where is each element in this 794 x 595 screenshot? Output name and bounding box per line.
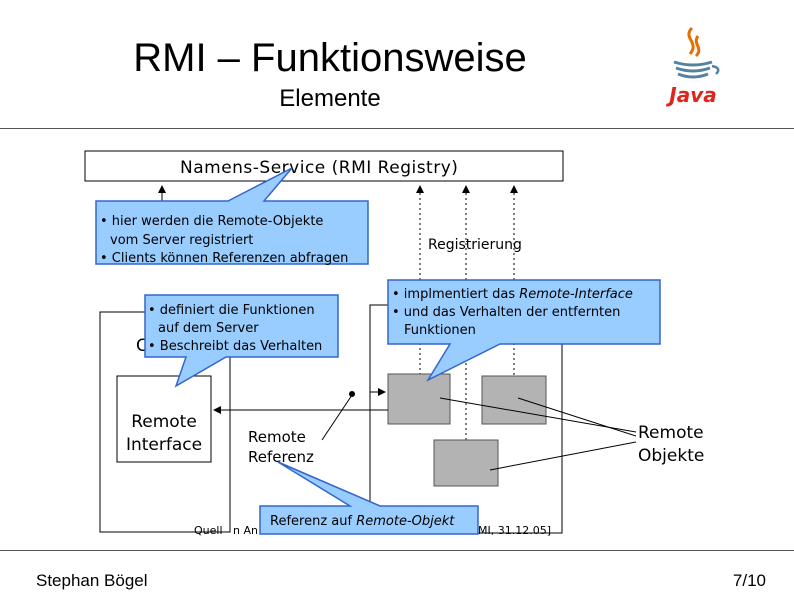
callout-registry-line1: • hier werden die Remote-Objekte xyxy=(100,214,323,229)
callout-registry xyxy=(95,167,369,265)
java-steam-icon xyxy=(687,26,701,58)
callout-registry-line3: • Clients können Referenzen abfragen xyxy=(100,251,348,266)
page-subtitle: Elemente xyxy=(279,85,381,112)
source-fragment-left-2: n An xyxy=(233,524,258,537)
callout-referenz-text: Referenz auf Remote-Objekt xyxy=(270,514,455,529)
registry-label: Namens-Service (RMI Registry) xyxy=(180,158,458,178)
remote-interface-box xyxy=(116,375,212,463)
remote-interface-label-2: Interface xyxy=(126,435,202,455)
remote-referenz-label-1: Remote xyxy=(248,428,306,446)
java-logo-text: Java xyxy=(665,83,716,107)
remote-object-3 xyxy=(433,439,499,487)
footer-divider xyxy=(0,550,794,551)
callout-objects-line3: Funktionen xyxy=(404,323,476,338)
remote-objekte-label-1: Remote xyxy=(638,423,704,443)
remote-interface-label-1: Remote xyxy=(131,412,197,432)
page-number: 7/10 xyxy=(732,571,766,590)
callout-referenz xyxy=(259,461,479,535)
callout-registry-line2: vom Server registriert xyxy=(110,233,253,248)
callout-interface xyxy=(144,294,339,388)
header-divider xyxy=(0,128,794,129)
java-logo: Java xyxy=(665,26,720,107)
footer-author: Stephan Bögel xyxy=(36,571,148,590)
java-cup-icon xyxy=(673,60,713,79)
client-label-fragment: C xyxy=(136,336,148,356)
remote-object-1 xyxy=(387,373,451,425)
callout-interface-line1: • definiert die Funktionen xyxy=(148,303,315,318)
callout-objects-line1: • implmentiert das Remote-Interface xyxy=(392,287,633,302)
objekte-pointer-1 xyxy=(439,397,637,433)
referenz-dot xyxy=(349,391,355,397)
callout-interface-line3: • Beschreibt das Verhalten xyxy=(148,339,322,354)
objekte-pointer-2 xyxy=(517,397,637,437)
callout-objects-line2: • und das Verhalten der entfernten xyxy=(392,305,620,320)
registrierung-label: Registrierung xyxy=(428,237,522,253)
objekte-pointer-3 xyxy=(489,441,637,471)
remote-referenz-label-2: Referenz xyxy=(248,448,314,466)
page-title: RMI – Funktionsweise xyxy=(133,36,527,80)
registry-box xyxy=(84,150,564,182)
source-fragment-right: MI, 31.12.05] xyxy=(478,524,551,537)
source-fragment-left: Quell xyxy=(194,524,223,537)
callout-interface-line2: auf dem Server xyxy=(158,321,259,336)
callout-objects xyxy=(387,279,661,382)
referenz-pointer xyxy=(321,394,353,441)
remote-objekte-label-2: Objekte xyxy=(638,446,704,466)
remote-object-2 xyxy=(481,375,547,425)
